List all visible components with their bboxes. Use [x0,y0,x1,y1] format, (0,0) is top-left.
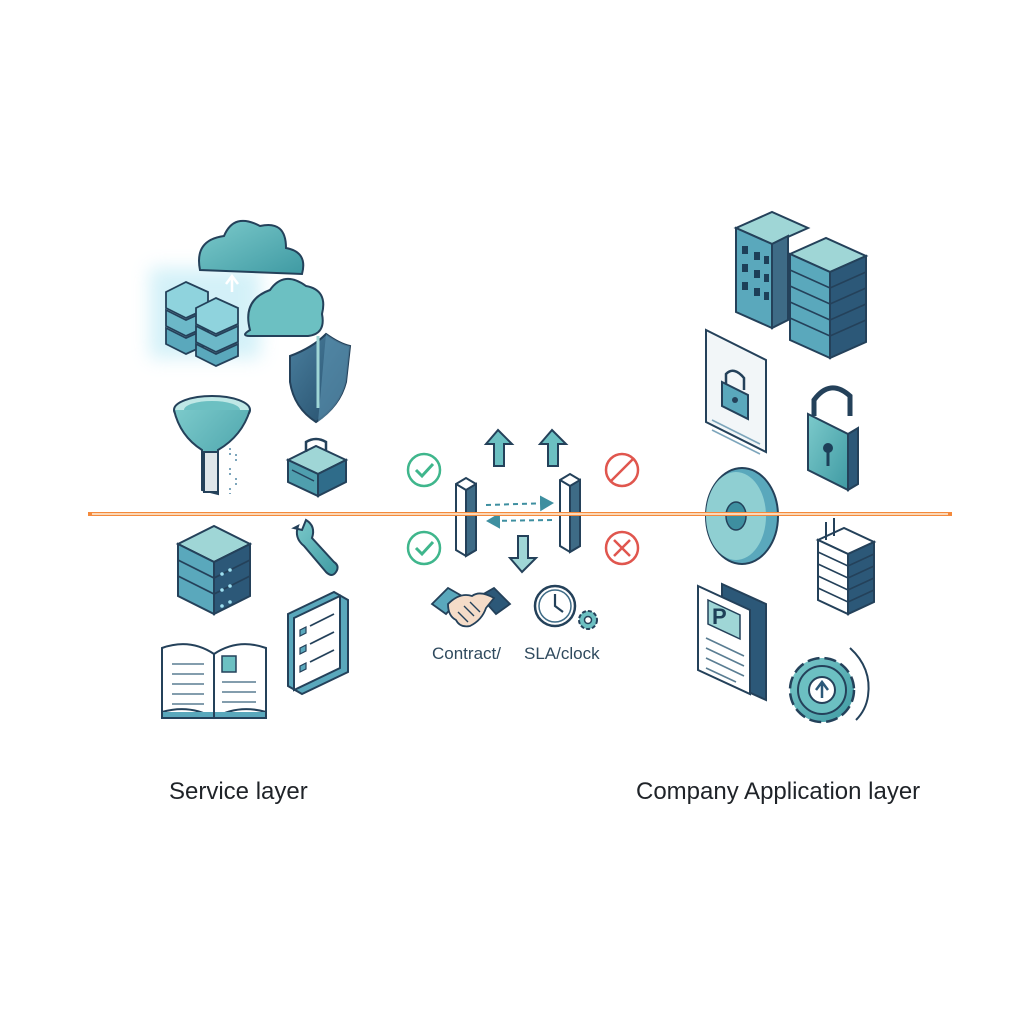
company-layer-label: Company Application layer [636,778,921,805]
service-layer-label: Service layer [169,778,308,805]
up-arrow-icon [537,428,569,467]
wrench-icon [291,518,339,576]
stacked-sheets-icon [815,518,877,616]
x-circle-icon [604,530,640,566]
handshake-icon [430,586,512,628]
shield-icon [289,332,352,424]
locked-document-icon [705,328,767,455]
funnel-icon [173,395,251,496]
block-circle-icon [604,452,640,488]
open-book-icon [161,643,267,720]
clock-gear-icon [533,584,598,630]
contract-label: Contract/ [432,644,501,663]
p-document-icon [697,582,767,702]
padlock-icon [807,385,859,492]
cloud-server-icon [150,219,325,367]
checklist-icon [287,590,349,696]
toolbox-icon [285,437,349,498]
check-circle-icon [406,452,442,488]
upload-gear-icon [788,647,870,724]
down-arrow-icon [507,535,539,574]
sla-clock-label: SLA/clock [524,644,600,663]
up-arrow-icon [483,428,515,467]
server-rack-icon [175,524,253,616]
check-circle-icon [406,530,442,566]
p-letter-label: P [712,604,727,629]
office-buildings-icon [733,210,869,360]
